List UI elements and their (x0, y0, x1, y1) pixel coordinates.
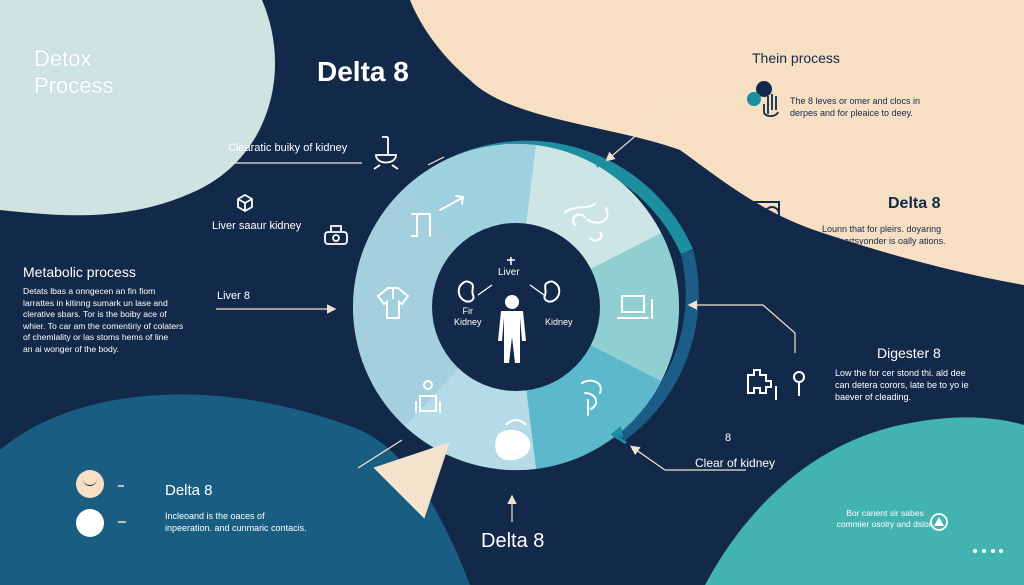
center-right-kidney-label: Kidney (545, 317, 573, 327)
right-low-heading: Digester 8 (877, 345, 941, 361)
top-right-text: The 8 leves or omer and clocs in derpes … (790, 96, 921, 119)
detox-title-line1: Detox (34, 46, 92, 71)
box-icon (237, 193, 253, 213)
ocean-corner-shape (0, 394, 470, 585)
metabolic-heading: Metabolic process (23, 264, 136, 280)
right-mid-text: Lounn that for pleirs. doyaring or clear… (822, 224, 946, 247)
detox-title-line2: Process (34, 73, 114, 98)
teal-corner-shape (705, 417, 1024, 585)
peach-corner-shape (410, 0, 1024, 285)
scanner-icon (324, 225, 348, 245)
bottom-center-label: Delta 8 (481, 530, 545, 552)
hand-icon (747, 81, 779, 118)
puzzle-icon (747, 369, 772, 394)
smile-mouth (83, 478, 97, 486)
organ-icon (495, 429, 531, 461)
clear-kidney-label: Clear of kidney (695, 456, 776, 470)
mint-corner-shape (0, 0, 276, 216)
liver-organ-icon (507, 257, 515, 265)
dot-icon (76, 509, 104, 537)
center-liver-label: Liver (498, 267, 520, 278)
shirt-icon (376, 287, 410, 319)
magnifier-icon (754, 201, 796, 236)
clear-kidney-symbol: 8 (725, 432, 732, 444)
bottom-right-text: Bor canent sir sabes commier osolry and … (836, 508, 934, 530)
computer-icon (617, 295, 653, 319)
connection-icon (930, 513, 1003, 553)
bottom-left-text: Incleoand is the oaces of inpeeration. a… (165, 511, 307, 534)
cup-icon (373, 136, 399, 170)
flask-icon (411, 195, 465, 237)
tube-icon (564, 203, 609, 242)
main-title: Delta 8 (317, 56, 409, 87)
kidney-icon (457, 280, 561, 303)
hook-icon (581, 379, 602, 416)
metabolic-text: Detats lbas a onngecen an fin fiom larra… (23, 286, 184, 354)
left-label-mid: Liver saaur kidney (212, 220, 302, 232)
left-label-top: Clearatic buiky of kidney (228, 142, 348, 154)
pin-icon (775, 371, 805, 400)
center-left-kidney-label: Fir Kidney (454, 306, 482, 327)
right-mid-heading: Delta 8 (888, 195, 941, 212)
human-figure-icon (498, 295, 526, 363)
right-low-text: Low the for cer stond thi. ald dee can d… (835, 368, 969, 403)
top-right-heading: Thein process (752, 50, 840, 66)
detox-title: Detox Process (34, 45, 113, 99)
left-label-arrow: Liver 8 (217, 290, 251, 302)
bottom-left-heading: Delta 8 (165, 482, 213, 499)
person-icon (415, 380, 441, 413)
ring-accent-side (616, 250, 699, 441)
